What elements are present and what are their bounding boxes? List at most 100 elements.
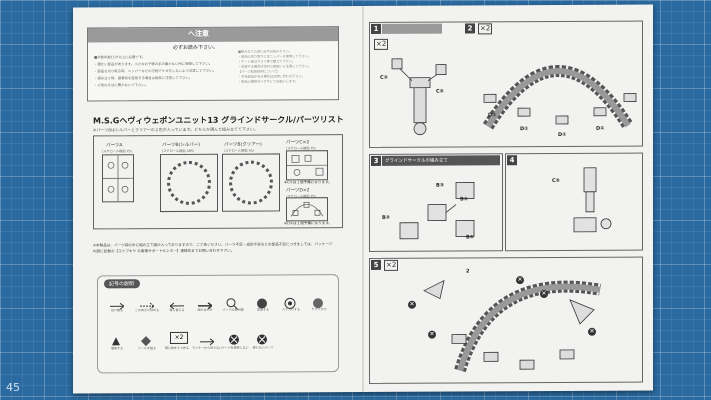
step-number: 2: [465, 23, 475, 34]
mat-corner-number: 45: [6, 381, 20, 394]
runner-b-clear: [222, 153, 280, 212]
legend-label: この向きにはめる: [134, 308, 159, 313]
arrow-right-icon: [198, 296, 214, 310]
nipper-icon: [110, 296, 125, 310]
part-a-sub: (スチロール樹脂 PS): [102, 149, 132, 154]
unused-icon: [228, 331, 240, 345]
callout-d1: D①: [558, 131, 567, 138]
caution-header: へ注意: [88, 27, 338, 43]
legend-label: 組み合わせ: [197, 307, 213, 312]
steps-1-2-frame: 1 ×2 2 ×2 C② C④: [369, 20, 643, 148]
step-5-multiplier: ×2: [384, 259, 399, 271]
step-5-arc-figure: [423, 279, 602, 373]
legend-label: ヤスリがけ: [311, 307, 327, 312]
runner-d-drawing: [290, 201, 324, 217]
runner-a-drawing: [103, 155, 133, 202]
unused-part-x-icon: ✕: [408, 300, 416, 309]
callout-d1: D①: [488, 112, 497, 119]
legend-label: ランナーから切らない: [192, 345, 223, 350]
swap-arrow-icon: [169, 296, 184, 310]
sticker-icon: [140, 332, 152, 347]
step-4-figure: [573, 167, 612, 233]
runner-b-silver: [160, 153, 218, 213]
caution-box: へ注意 必ずお読み下さい。 ■対象年齢15才以上に必要です。 ・細かい部品があり…: [87, 26, 339, 102]
runner-d: [286, 197, 328, 222]
legend-label: シールを貼る: [137, 346, 156, 351]
parts-list-frame: パーツA (スチロール樹脂 PS) パーツB(シルバー) (スチロール樹脂 AB…: [93, 134, 343, 230]
unused-part-x-icon: ✕: [428, 330, 436, 339]
runner-c-drawing: [287, 154, 327, 176]
step-3-frame: 3 グラインドサークルの組み立て B③ B① B② B①: [369, 153, 503, 252]
step-3-figure: [399, 182, 475, 240]
left-page: へ注意 必ずお読み下さい。 ■対象年齢15才以上に必要です。 ・細かい部品があり…: [73, 6, 363, 394]
step-3-header-bar: グラインドサークルの組み立て: [382, 155, 500, 166]
step-number: 4: [507, 155, 517, 166]
callout-c2: C②: [380, 74, 388, 81]
x2-icon: ×2: [170, 331, 188, 345]
legend-label: 塗装する: [256, 307, 269, 312]
legend-header: 記号の説明: [104, 279, 140, 289]
step-4-frame: 4 C⑤: [505, 152, 643, 252]
caution-line: ・火気のそばに置かないで下さい。: [94, 83, 149, 88]
instruction-sheet: へ注意 必ずお読み下さい。 ■対象年齢15才以上に必要です。 ・細かい部品があり…: [73, 4, 653, 394]
unused-part-x-icon: ✕: [588, 327, 596, 336]
instruction-line: ・部品の請求はハガキにてお願いします。: [238, 79, 299, 84]
part-b-silver-sub: (スチロール樹脂 ABS): [162, 148, 195, 154]
caution-title: へ注意: [188, 29, 209, 38]
ink-icon: [284, 294, 296, 309]
legend-label: 切り取る: [110, 308, 123, 313]
ring-clear: [229, 160, 273, 205]
step-number: 3: [371, 155, 381, 166]
x-icon: [256, 330, 268, 345]
step-1-figure: [391, 58, 447, 136]
legend-label: 同じ物を２つ作る: [164, 345, 189, 351]
callout-step5: 2: [466, 268, 470, 275]
caution-subtitle: 必ずお読み下さい。: [173, 44, 219, 51]
part-b-clear-sub: (スチロール樹脂 AS): [224, 148, 255, 153]
right-page: 1 ×2 2 ×2 C② C④: [363, 4, 653, 392]
caution-line: ・部品を切り取る時、ニッパーなどの刃物でケガをしないよう注意して下さい。: [94, 68, 216, 74]
legend-label: パーツの拡大図: [222, 307, 244, 312]
legend-title: 記号の説明: [109, 281, 135, 288]
step-number: 1: [371, 23, 381, 34]
caution-line: ・組み立て時、接着剤を使用する場合は換気に注意して下さい。: [94, 75, 193, 81]
step-3-caption: グラインドサークルの組み立て: [385, 158, 448, 164]
callout-b3: B③: [436, 182, 445, 189]
ring-silver: [167, 160, 211, 206]
keep-icon: [200, 332, 215, 346]
magnifier-icon: [226, 295, 239, 311]
symbol-legend: 記号の説明 切り取る この向きにはめる 差し替える 組み合わせ パーツの拡大図: [97, 274, 339, 374]
callout-b1: B①: [466, 234, 475, 241]
step-1-header-bar: [382, 23, 442, 34]
step-5-frame: 5 ×2 2 ✕ ✕ ✕ ✕ ✕: [369, 256, 643, 384]
legend-label: パーツを使用しない: [221, 345, 249, 350]
callout-b1: B①: [460, 196, 469, 203]
callout-d1: D①: [520, 126, 529, 133]
caution-line: ・細かい部品があります。小さなお子様の手の届かない所に保管して下さい。: [94, 61, 213, 67]
runner-a: [102, 154, 134, 203]
callout-c4: C④: [436, 88, 444, 95]
step-1-multiplier: ×2: [374, 38, 389, 50]
callout-c5: C⑤: [552, 177, 560, 185]
glue-icon: [110, 332, 122, 346]
parts-warning-note: ※本製品は、パーツ袋の中に組み立て図が入っておりますので、ご了承ください。パーツ…: [93, 242, 333, 254]
part-c-note: ※C①は１個予備になります。: [284, 180, 332, 185]
legend-label: 使わないパーツ: [252, 345, 274, 350]
legend-label: 差し替える: [169, 307, 185, 313]
legend-label: 接着する: [110, 346, 123, 351]
unused-part-x-icon: ✕: [516, 276, 524, 285]
arrow-icon: [140, 296, 155, 310]
legend-label: スミ入れする: [281, 307, 300, 312]
step-number: 5: [371, 259, 381, 270]
file-icon: [312, 294, 324, 309]
caution-right-column: ■組み立ての前に必ずお読み下さい。 ・部品の切り取りにはニッパーを使用して下さい…: [238, 49, 348, 85]
product-note: ※パーツBはシルバーとクリアーの２色が入っています。どちらか選んで組み立てて下さ…: [93, 126, 258, 133]
step-2-multiplier: ×2: [478, 23, 493, 35]
callout-b2: B②: [382, 214, 391, 221]
runner-c: [286, 150, 328, 181]
callout-d1: D①: [596, 125, 605, 132]
unused-part-x-icon: ✕: [540, 290, 548, 299]
caution-line: ■対象年齢15才以上に必要です。: [94, 55, 146, 60]
product-title: M.S.Gヘヴィウェポンユニット13 グラインドサークル/パーツリスト: [93, 115, 344, 126]
part-d-note: ※D①は１個予備になります。: [284, 221, 333, 226]
